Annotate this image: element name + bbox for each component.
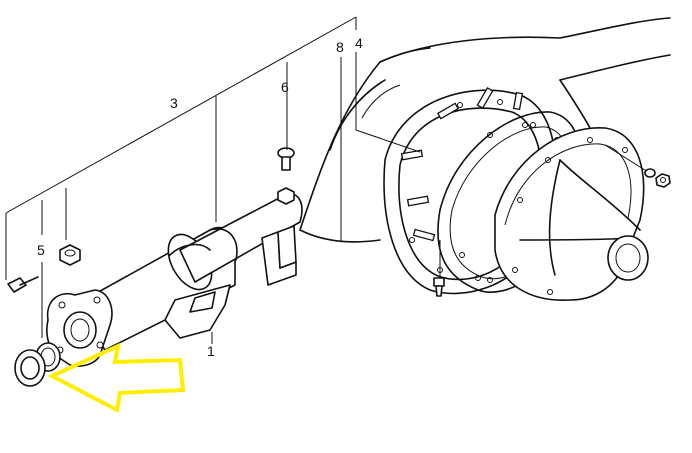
shock-mount-bracket — [261, 225, 297, 286]
callout-1: 1 — [207, 343, 215, 359]
cover-nut-icon — [604, 144, 671, 188]
leader-lines — [5, 16, 421, 344]
callout-4: 4 — [355, 35, 363, 51]
axle-tube — [74, 193, 303, 351]
differential-cover — [494, 127, 649, 301]
arrow-pointing-left-icon — [47, 342, 186, 414]
bearing-ring — [14, 349, 46, 387]
hex-nut-icon — [59, 244, 81, 266]
callout-8: 8 — [336, 39, 344, 55]
callout-3: 3 — [170, 95, 178, 111]
bolt-item-6-icon — [277, 147, 295, 205]
callout-6: 6 — [281, 79, 289, 95]
callout-5: 5 — [37, 242, 45, 258]
spring-seat-bracket — [164, 284, 231, 339]
axle-housing-body — [299, 17, 671, 243]
drain-plug-icon — [433, 240, 445, 297]
hex-bolt-icon — [7, 276, 39, 293]
